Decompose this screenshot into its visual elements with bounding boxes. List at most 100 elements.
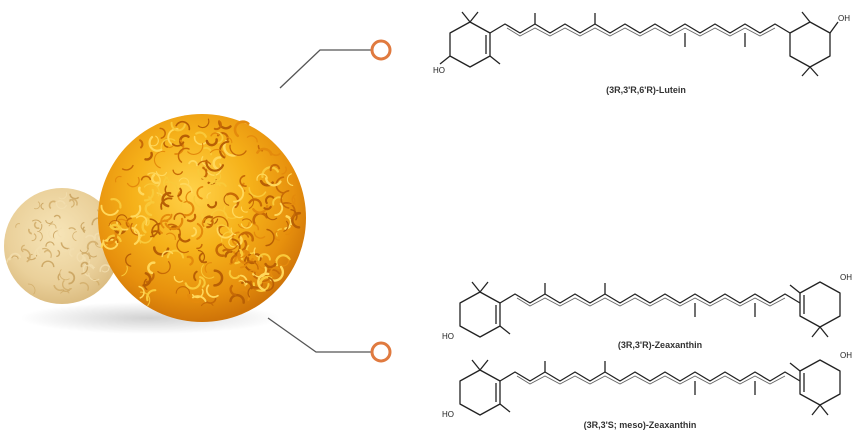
floret-texture — [180, 200, 186, 211]
floret-texture — [248, 187, 267, 198]
floret-texture — [153, 150, 166, 169]
floret-texture — [173, 275, 184, 283]
lutein-right-oh-label: OH — [838, 14, 850, 23]
floret-texture — [245, 260, 259, 270]
floret-texture — [68, 227, 77, 231]
floret-texture — [179, 182, 193, 194]
floret-texture — [125, 253, 132, 267]
floret-texture — [197, 168, 210, 180]
floret-texture — [22, 248, 31, 263]
floret-texture — [210, 215, 229, 228]
floret-texture — [183, 201, 195, 217]
floret-texture — [105, 234, 122, 246]
pale-marigold-flower — [4, 188, 120, 304]
floret-texture — [45, 219, 54, 224]
floret-texture — [126, 279, 132, 287]
floret-texture — [256, 173, 268, 181]
floret-texture — [68, 248, 75, 257]
floret-texture — [45, 241, 55, 247]
floret-texture — [55, 201, 68, 210]
meso-zeaxanthin-right-oh-label: OH — [840, 351, 852, 360]
floret-texture — [233, 120, 250, 138]
floret-texture — [184, 279, 202, 290]
floret-texture — [213, 269, 224, 287]
floret-texture — [178, 233, 191, 243]
floret-texture — [241, 239, 248, 252]
floret-texture — [234, 251, 244, 265]
floret-texture — [147, 172, 161, 188]
floret-texture — [200, 264, 215, 279]
floret-texture — [89, 264, 94, 270]
floret-texture — [264, 177, 282, 187]
floret-texture — [252, 212, 269, 225]
floret-texture — [241, 280, 253, 290]
floret-texture — [188, 160, 198, 167]
floret-texture — [252, 204, 269, 214]
floret-texture — [206, 201, 218, 209]
floret-texture — [121, 164, 134, 171]
floret-texture — [171, 141, 185, 147]
floret-texture — [59, 245, 71, 252]
floret-texture — [79, 248, 89, 254]
floret-texture — [226, 136, 233, 144]
floret-texture — [40, 202, 45, 210]
zeaxanthin-caption: (3R,3'R)-Zeaxanthin — [618, 340, 702, 350]
floret-texture — [57, 200, 66, 205]
floret-texture — [33, 221, 40, 230]
floret-texture — [230, 227, 237, 236]
floret-texture — [281, 166, 287, 175]
floret-texture — [207, 163, 222, 176]
floret-texture — [178, 177, 190, 185]
floret-texture — [118, 218, 131, 230]
meso-zeaxanthin-caption: (3R,3'S; meso)-Zeaxanthin — [584, 420, 697, 430]
floret-texture — [144, 151, 153, 161]
floret-texture — [256, 147, 273, 156]
meso-zeaxanthin-structure — [459, 359, 841, 416]
floret-texture — [143, 188, 155, 202]
floret-texture — [265, 195, 275, 205]
floret-texture — [187, 294, 201, 304]
callout-marker-bottom — [370, 341, 392, 363]
floret-texture — [239, 175, 247, 187]
floret-texture — [215, 243, 225, 257]
floret-texture — [62, 279, 73, 291]
floret-texture — [202, 215, 213, 224]
floret-texture — [200, 301, 214, 307]
floret-texture — [48, 200, 56, 210]
floret-texture — [177, 147, 190, 163]
floret-texture — [9, 252, 22, 261]
floret-texture — [170, 121, 186, 132]
floret-texture — [186, 213, 197, 223]
floret-texture — [282, 201, 296, 220]
floret-texture — [164, 217, 184, 231]
floret-texture — [218, 120, 232, 130]
floret-texture — [102, 239, 119, 250]
floret-texture — [115, 175, 122, 183]
floret-texture — [246, 135, 258, 143]
floret-texture — [197, 160, 212, 166]
floret-texture — [138, 285, 145, 299]
floret-texture — [41, 260, 55, 268]
floret-texture — [221, 231, 231, 242]
floret-texture — [151, 173, 160, 185]
floret-texture — [248, 198, 263, 207]
floret-texture — [247, 286, 259, 298]
floret-texture — [151, 230, 161, 235]
floret-texture — [229, 284, 237, 296]
floret-texture — [27, 228, 33, 235]
floret-texture — [241, 218, 253, 223]
floret-texture — [198, 276, 206, 288]
floret-texture — [216, 224, 232, 234]
marigold-illustration — [4, 114, 306, 334]
floret-texture — [15, 223, 21, 228]
callout-connector-bottom — [267, 317, 372, 353]
floret-texture — [215, 131, 224, 144]
floret-texture — [265, 277, 275, 292]
callout-connector-top — [279, 49, 372, 89]
floret-texture — [110, 223, 122, 236]
floret-texture — [195, 131, 207, 138]
zeaxanthin-left-oh-label: HO — [442, 332, 454, 341]
floret-texture — [155, 171, 168, 177]
floret-texture — [193, 270, 198, 282]
floret-texture — [37, 230, 43, 242]
